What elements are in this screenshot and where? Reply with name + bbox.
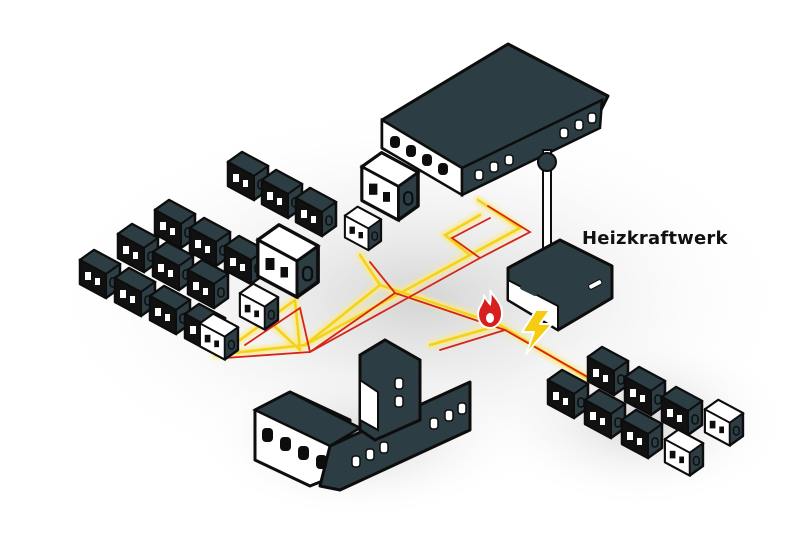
house (198, 312, 240, 362)
power-line (358, 253, 382, 287)
power-line (268, 320, 302, 352)
heat-line (450, 217, 491, 259)
heat-line (309, 292, 601, 385)
heat-line (439, 329, 506, 351)
house (238, 282, 280, 332)
house (663, 428, 705, 478)
flame-icon (476, 289, 504, 330)
house (703, 398, 745, 448)
lightning-bolt-icon (521, 309, 553, 355)
heat-line (244, 306, 311, 353)
heat-lines (224, 205, 601, 385)
house (583, 388, 627, 440)
house (116, 222, 160, 274)
house (294, 186, 338, 238)
house (623, 365, 667, 417)
factory-building (380, 42, 610, 198)
house (151, 240, 195, 292)
house (113, 266, 157, 318)
factory-windows (390, 136, 448, 175)
public-building-windows (262, 428, 327, 469)
public-building (252, 338, 472, 492)
house (260, 168, 304, 220)
heat-line (369, 261, 396, 294)
house (660, 385, 704, 437)
large-house (359, 151, 421, 223)
plant-label: Heizkraftwerk (582, 228, 728, 249)
factory-side-windows (474, 112, 597, 181)
house (186, 258, 230, 310)
house (343, 205, 383, 252)
house (223, 234, 267, 286)
large-house (255, 223, 321, 300)
house (586, 345, 630, 397)
house (78, 248, 122, 300)
house-clusters (78, 150, 745, 478)
power-line (442, 213, 482, 257)
heat-network (211, 196, 601, 385)
house (620, 408, 664, 460)
house (546, 368, 590, 420)
